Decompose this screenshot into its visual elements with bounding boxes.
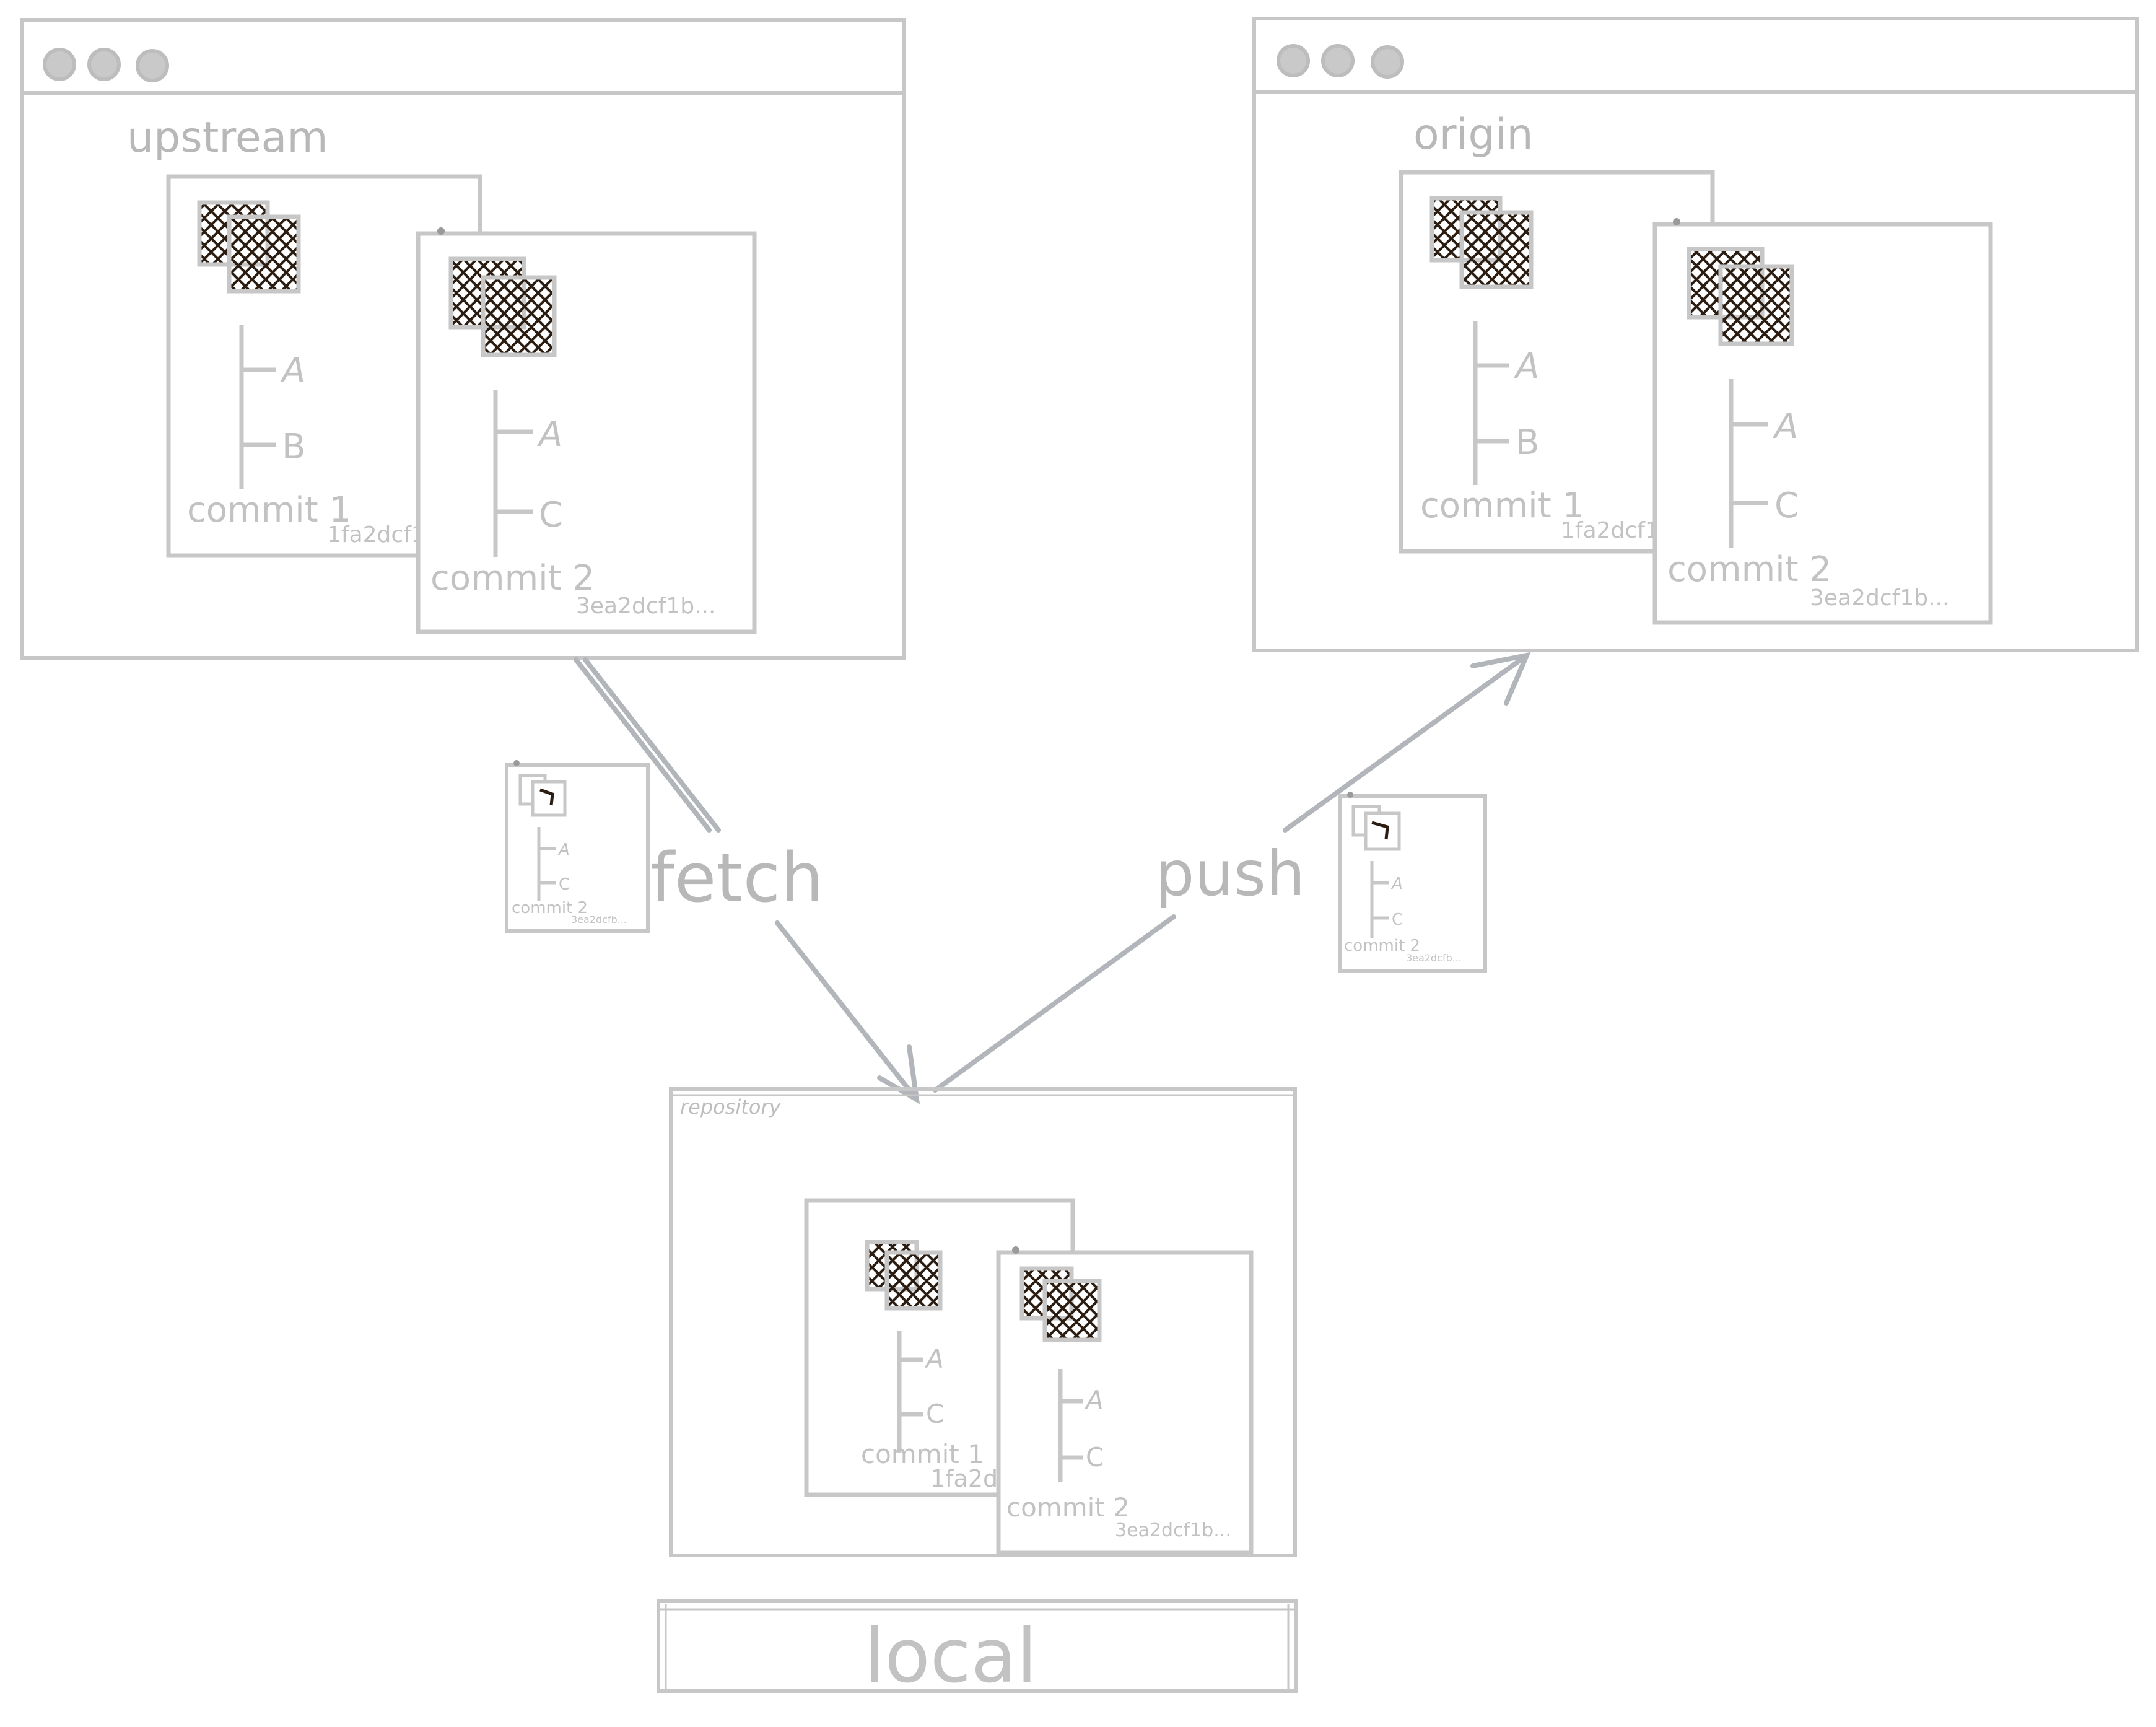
origin-window <box>1252 17 2139 652</box>
commit-label: commit 2 <box>430 558 595 598</box>
file-icon-front <box>884 1250 943 1311</box>
commit-label: commit 1 <box>861 1439 984 1469</box>
commit-label: commit 2 <box>1667 549 1831 590</box>
commit-hash: 3ea2dcfb... <box>1406 952 1462 964</box>
file-c-label: C <box>1774 486 1799 526</box>
file-icon-front <box>227 214 301 294</box>
commit-label: commit 2 <box>1006 1492 1130 1523</box>
file-a-label: A <box>1773 406 1798 447</box>
file-icon-front <box>1042 1279 1102 1342</box>
file-c-label: C <box>1086 1442 1104 1472</box>
commit-label: commit 1 <box>1420 486 1584 526</box>
file-a-label: A <box>280 351 305 391</box>
commit-label: commit 2 <box>512 899 588 917</box>
push-arrow <box>933 652 1531 1093</box>
local-footer-bar <box>657 1599 1298 1693</box>
file-icon-front <box>1459 210 1534 289</box>
origin-title: origin <box>1413 110 1534 159</box>
origin-commit-2-card: A C commit 2 3ea2dcf1b... <box>1652 218 1993 625</box>
fetch-arrow <box>574 657 920 1104</box>
window-dot-2 <box>87 48 121 81</box>
fetch-transfer-commit: A C commit 2 3ea2dcfb... <box>505 760 650 933</box>
upstream-title: upstream <box>127 113 328 162</box>
commit-hash: 3ea2dcf1b... <box>1115 1519 1231 1541</box>
window-dot-1 <box>43 48 76 81</box>
commit-label: commit 1 <box>187 490 351 530</box>
upstream-window <box>20 18 906 660</box>
local-commit-2-card: A C commit 2 3ea2dcf1b... <box>996 1246 1254 1555</box>
push-transfer-commit: A C commit 2 3ea2dcfb... <box>1338 792 1487 973</box>
file-c-label: C <box>559 875 570 894</box>
commit-hash: 3ea2dcf1b... <box>576 593 715 619</box>
repository-label: repository <box>680 1095 782 1119</box>
upstream-commit-1-card: A B commit 1 1fa2dcf1b... <box>166 174 482 558</box>
window-dot-1 <box>1277 44 1310 77</box>
file-a-label: A <box>557 841 570 859</box>
window-dot-2 <box>1321 44 1355 77</box>
push-label: push <box>1155 837 1305 910</box>
file-a-label: A <box>1390 875 1403 893</box>
file-b-label: B <box>1516 422 1539 463</box>
commit-hash: 3ea2dcf1b... <box>1810 585 1949 611</box>
file-icon-front <box>1718 264 1794 346</box>
file-a-label: A <box>1084 1385 1104 1415</box>
local-commit-1-card: A C commit 1 1fa2dcf1b <box>804 1198 1075 1497</box>
file-icon-front <box>481 275 557 357</box>
file-c-label: C <box>1392 911 1403 929</box>
file-icon-front <box>1364 811 1401 851</box>
commit-hash: 3ea2dcfb... <box>571 914 627 925</box>
local-repository-box <box>669 1087 1297 1557</box>
file-a-label: A <box>924 1344 944 1374</box>
file-a-label: A <box>537 414 562 455</box>
local-label: local <box>864 1614 1037 1700</box>
file-b-label: B <box>282 427 305 467</box>
window-dot-3 <box>1371 45 1404 79</box>
file-c-label: C <box>539 495 563 535</box>
file-icon-front <box>531 780 567 817</box>
fetch-label: fetch <box>650 838 824 917</box>
upstream-commit-2-card: A C commit 2 3ea2dcf1b... <box>416 227 757 634</box>
commit-label: commit 2 <box>1344 937 1420 955</box>
file-a-label: A <box>1514 346 1539 387</box>
window-dot-3 <box>136 49 169 82</box>
file-c-label: C <box>926 1399 944 1429</box>
